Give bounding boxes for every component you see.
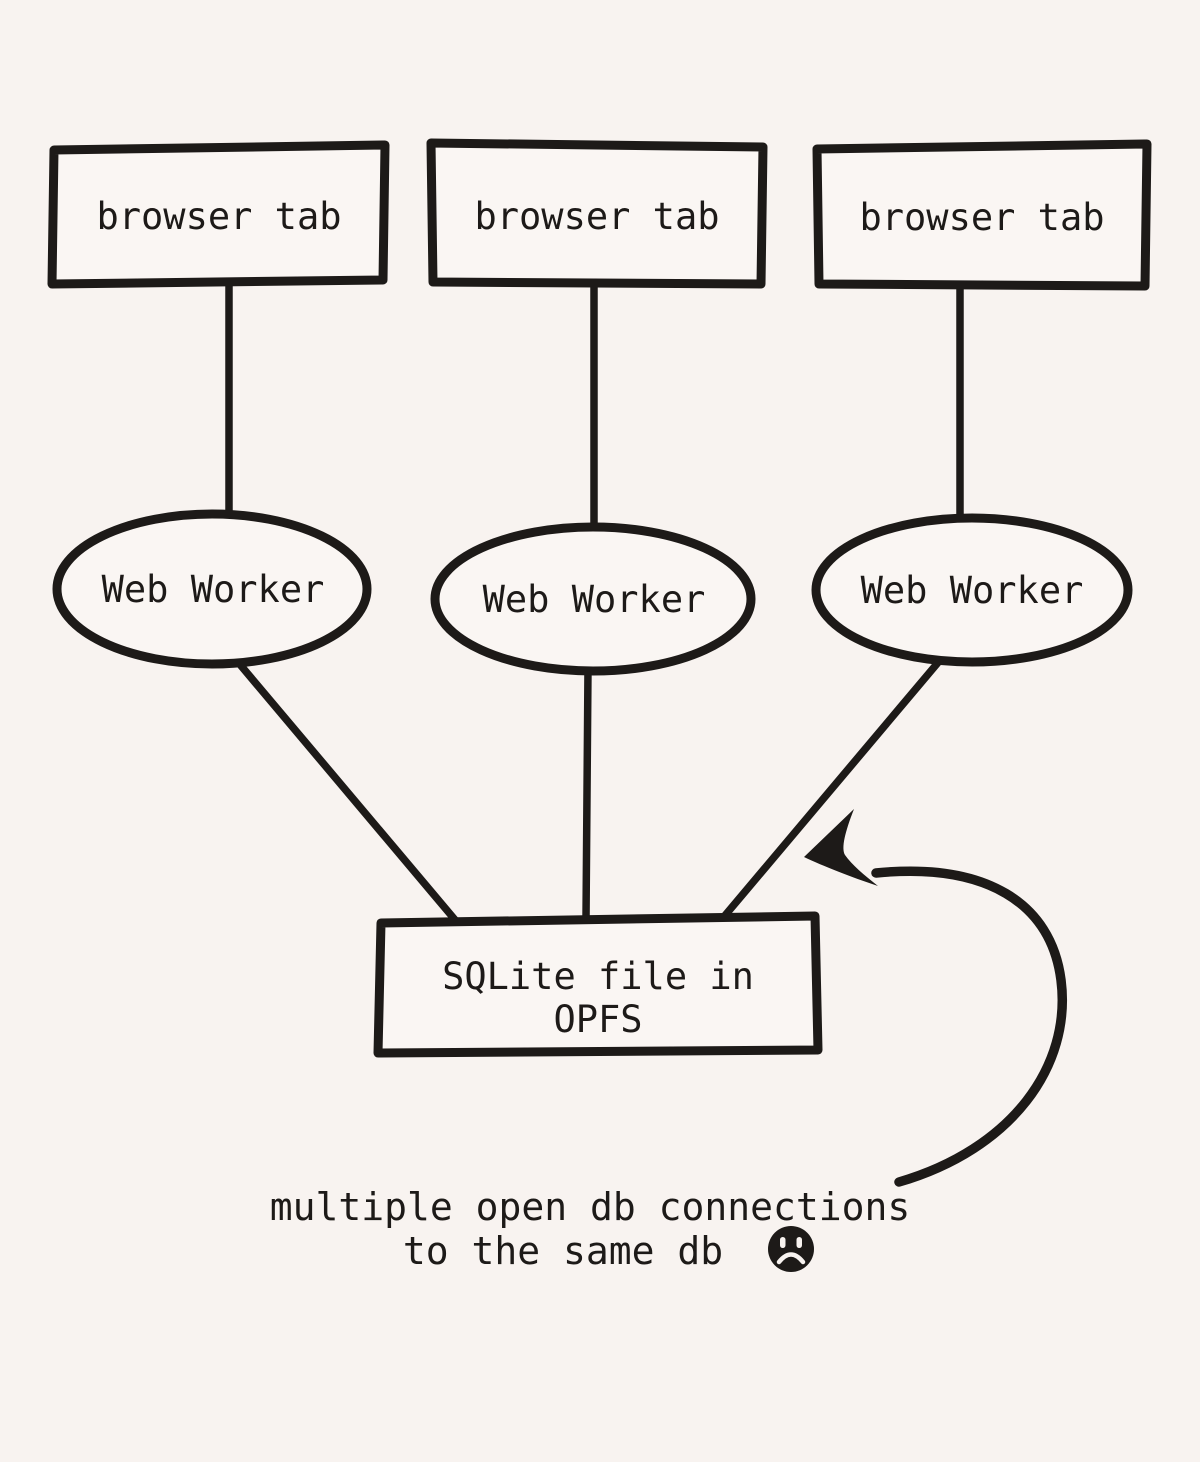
browser-tab-label: browser tab [474, 195, 719, 238]
annotation-arrow-curve [871, 866, 1067, 1187]
browser-tab-label: browser tab [859, 196, 1104, 239]
frowning-face-icon [768, 1226, 814, 1272]
web-worker-label: Web Worker [102, 568, 325, 611]
sqlite-file-label-line1: SQLite file in [442, 955, 754, 998]
web-worker-node-1: Web Worker [52, 509, 372, 669]
worker1-sqlite-connector [233, 657, 460, 925]
browser-tab-node-3: browser tab [812, 139, 1152, 291]
browser-tab-node-2: browser tab [426, 138, 768, 289]
web-worker-label: Web Worker [483, 578, 706, 621]
browser-tab-node-1: browser tab [47, 140, 390, 289]
browser-tab-box [812, 139, 1152, 291]
web-worker-label: Web Worker [861, 569, 1084, 612]
caption: multiple open db connections to the same… [270, 1185, 911, 1273]
web-worker-node-2: Web Worker [430, 522, 756, 676]
web-worker-node-3: Web Worker [811, 513, 1133, 667]
worker2-sqlite-connector [582, 665, 592, 923]
sqlite-file-box [373, 911, 823, 1058]
browser-tab-box [426, 138, 768, 289]
caption-line1: multiple open db connections [270, 1185, 911, 1229]
browser-tab-label: browser tab [96, 195, 341, 238]
web-worker-ellipse [811, 513, 1133, 667]
sqlite-file-node: SQLite file in OPFS [373, 911, 823, 1058]
annotation-arrow [804, 809, 1067, 1187]
caption-line2: to the same db [403, 1229, 723, 1273]
sqlite-file-label-line2: OPFS [553, 998, 642, 1041]
annotation-arrowhead-icon [804, 809, 878, 886]
web-worker-ellipse [52, 509, 372, 669]
browser-tab-box [47, 140, 390, 289]
web-worker-ellipse [430, 522, 756, 676]
worker3-sqlite-connector [718, 655, 945, 923]
